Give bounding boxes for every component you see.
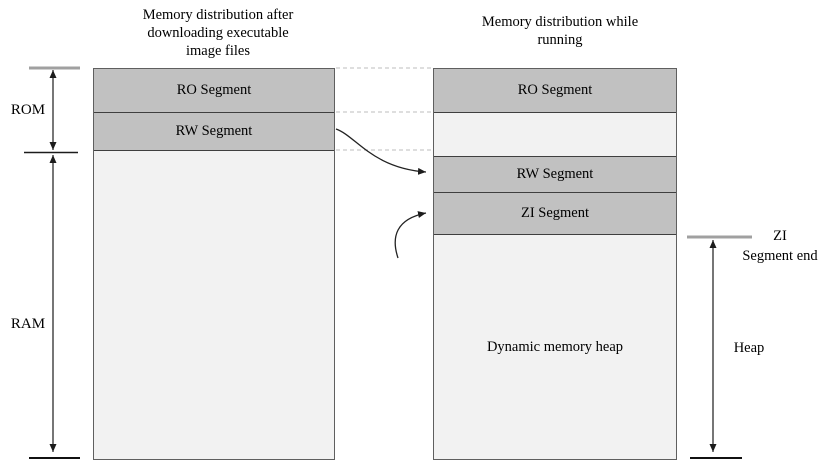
left-ro-segment-label: RO Segment — [176, 82, 252, 98]
left-ro-segment: RO Segment — [94, 69, 334, 113]
heap-label: Heap — [733, 340, 765, 356]
heap-area: Dynamic memory heap — [434, 235, 676, 459]
right-ro-segment: RO Segment — [434, 69, 676, 113]
left-rw-segment-label: RW Segment — [175, 123, 253, 139]
right-column-title: Memory distribution while running — [440, 13, 680, 49]
right-rw-segment: RW Segment — [434, 156, 676, 193]
right-memory-column: RO Segment RW Segment ZI Segment Dynamic… — [433, 68, 677, 460]
right-title-line-2: running — [537, 32, 583, 48]
rw-relocation-arrow — [335, 128, 427, 175]
right-zi-segment-label: ZI Segment — [520, 205, 590, 221]
zi-relocation-arrow — [394, 211, 427, 259]
left-memory-column: RO Segment RW Segment — [93, 68, 335, 460]
right-title-line-1: Memory distribution while — [481, 14, 639, 30]
ram-label: RAM — [10, 316, 46, 332]
right-zi-segment: ZI Segment — [434, 193, 676, 235]
left-column-title: Memory distribution after downloading ex… — [90, 6, 346, 60]
left-rw-segment: RW Segment — [94, 113, 334, 151]
left-free-area — [94, 151, 334, 459]
right-ro-segment-label: RO Segment — [517, 82, 593, 98]
left-title-line-1: Memory distribution after — [142, 7, 294, 23]
left-title-line-3: image files — [185, 43, 251, 59]
right-gap-area — [434, 113, 676, 156]
zi-segment-end-label: ZI Segment end — [732, 226, 828, 266]
heap-area-label: Dynamic memory heap — [486, 339, 624, 355]
rom-label: ROM — [10, 102, 46, 118]
right-rw-segment-label: RW Segment — [516, 166, 594, 182]
left-title-line-2: downloading executable — [147, 25, 289, 41]
zi-segment-end-line-2: Segment end — [742, 248, 818, 264]
zi-segment-end-line-1: ZI — [773, 228, 787, 244]
